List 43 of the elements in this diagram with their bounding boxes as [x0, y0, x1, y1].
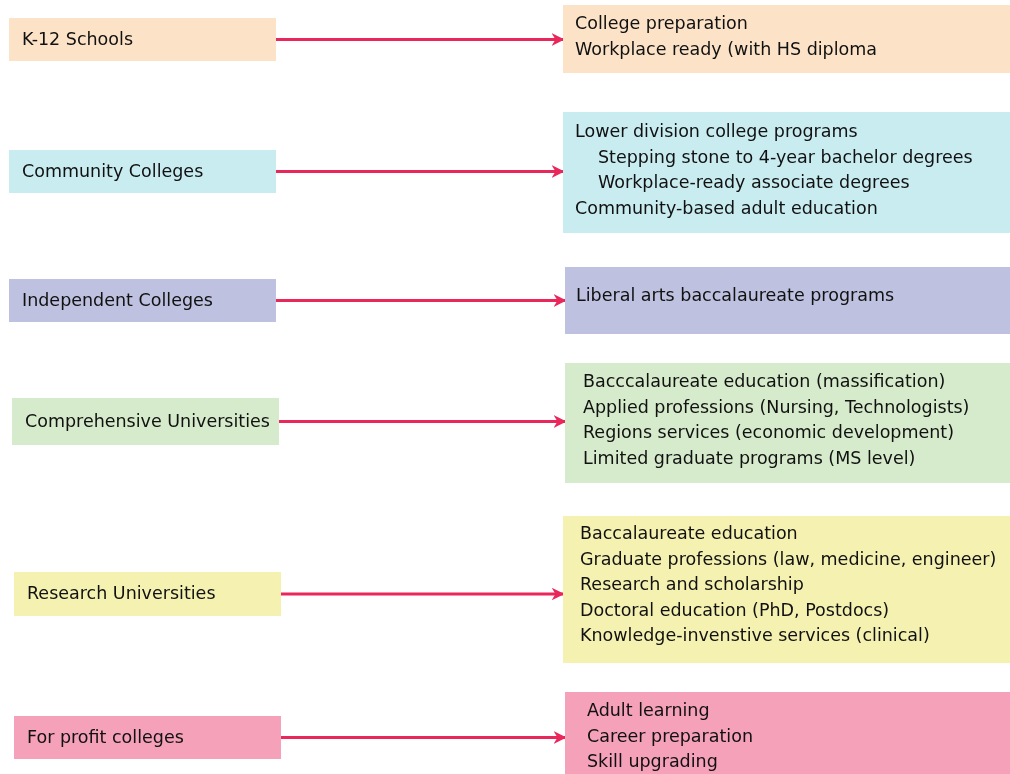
text-box — [565, 363, 1010, 483]
arrow — [276, 294, 567, 307]
text-box — [9, 279, 276, 322]
list-item-text: Doctoral education (PhD, Postdocs) — [580, 598, 891, 622]
list-item-text: Workplace ready (with HS diploma — [575, 37, 879, 61]
list-item-text: Regions services (economic development) — [583, 421, 956, 445]
list-item-text: Stepping stone to 4-year bachelor degrees — [598, 145, 974, 169]
list-item-text: Limited graduate programs (MS level) — [583, 446, 917, 470]
list-item-text: College preparation — [575, 12, 749, 35]
arrow — [281, 731, 567, 744]
arrow — [281, 587, 565, 601]
category-label: Community Colleges — [22, 159, 204, 183]
list-item-text: Skill upgrading — [587, 750, 719, 774]
category-label: Research Universities — [27, 582, 216, 606]
list-item-text: Knowledge-invenstive services (clinical) — [580, 624, 931, 648]
text-box — [563, 112, 1010, 233]
list-item-text: Adult learning — [587, 699, 711, 722]
list-item-text: Baccalaureate education — [580, 522, 799, 545]
category-label: Comprehensive Universities — [25, 409, 270, 433]
list-item-text: Bacccalaureate education (massification) — [583, 370, 947, 393]
text-box — [563, 516, 1010, 663]
list-item-text: Lower division college programs — [575, 120, 859, 143]
list-item-text: Career preparation — [587, 724, 754, 748]
arrow — [279, 415, 567, 428]
category-label: K-12 Schools — [22, 27, 133, 51]
text-box — [14, 572, 281, 616]
text-box — [565, 692, 1010, 774]
list-item-text: Community-based adult education — [575, 196, 879, 220]
text-box — [565, 267, 1010, 334]
list-item-text: Research and scholarship — [580, 573, 805, 597]
category-label: For profit colleges — [27, 725, 184, 749]
category-label: Independent Colleges — [22, 288, 213, 312]
text-box — [9, 150, 276, 193]
text-box — [14, 716, 281, 759]
text-box — [9, 18, 276, 61]
text-box — [12, 398, 279, 445]
list-item-text: Applied professions (Nursing, Technologists) — [583, 395, 971, 419]
list-item-text: Workplace-ready associate degrees — [598, 171, 911, 195]
list-item-text: Liberal arts baccalaureate programs — [576, 284, 896, 307]
text-box — [563, 5, 1010, 73]
arrow — [276, 165, 565, 178]
list-item-text: Graduate professions (law, medicine, engineer) — [580, 547, 998, 571]
arrow — [276, 33, 565, 46]
